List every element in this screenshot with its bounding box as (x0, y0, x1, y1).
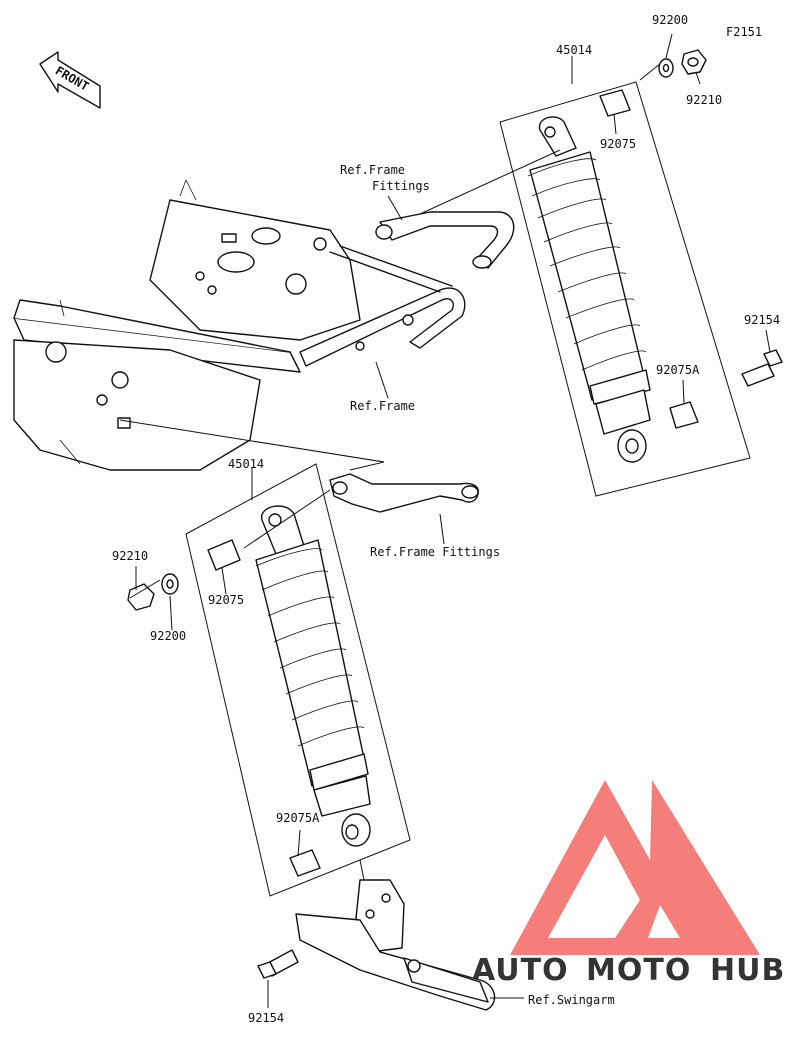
label-92154-lower: 92154 (248, 1011, 284, 1025)
label-92200-lower: 92200 (150, 629, 186, 643)
label-92200-upper: 92200 (652, 13, 688, 27)
watermark-text-auto: AUTO (472, 953, 569, 988)
label-92075-upper: 92075 (600, 137, 636, 151)
label-45014-upper: 45014 (556, 43, 592, 57)
shock-absorber-upper (419, 33, 783, 497)
shock-absorber-lower (119, 419, 524, 1011)
collar-lower (207, 539, 241, 571)
label-92210-upper: 92210 (686, 93, 722, 107)
watermark-logo (510, 780, 760, 955)
nut-lower (127, 583, 155, 611)
bolt-upper (741, 363, 775, 387)
label-92075A-lower: 92075A (276, 811, 320, 825)
label-ref-frame-fittings-upper-line2: Fittings (372, 179, 430, 193)
watermark-text-moto: MOTO (586, 953, 691, 988)
front-arrow-icon: FRONT (39, 51, 101, 109)
collar-lower-a (669, 401, 699, 429)
frame-structure (13, 179, 466, 471)
label-92075A-upper: 92075A (656, 363, 700, 377)
label-45014-lower: 45014 (228, 457, 264, 471)
frame-fitting-lower (329, 473, 479, 513)
label-92210-lower: 92210 (112, 549, 148, 563)
label-ref-swingarm: Ref.Swingarm (528, 993, 615, 1007)
label-ref-frame-fittings-upper-line1: Ref.Frame (340, 163, 405, 177)
label-92154-upper: 92154 (744, 313, 780, 327)
label-92075-lower: 92075 (208, 593, 244, 607)
watermark-text: AUTO MOTO HUB (472, 953, 785, 988)
frame-fitting-upper (375, 211, 515, 269)
collar-upper (599, 89, 631, 117)
figure-code: F2151 (726, 25, 762, 39)
label-ref-frame: Ref.Frame (350, 399, 415, 413)
watermark-text-hub: HUB (710, 953, 785, 988)
collar-lower-b (289, 849, 321, 877)
label-ref-frame-fittings-lower: Ref.Frame Fittings (370, 545, 500, 559)
